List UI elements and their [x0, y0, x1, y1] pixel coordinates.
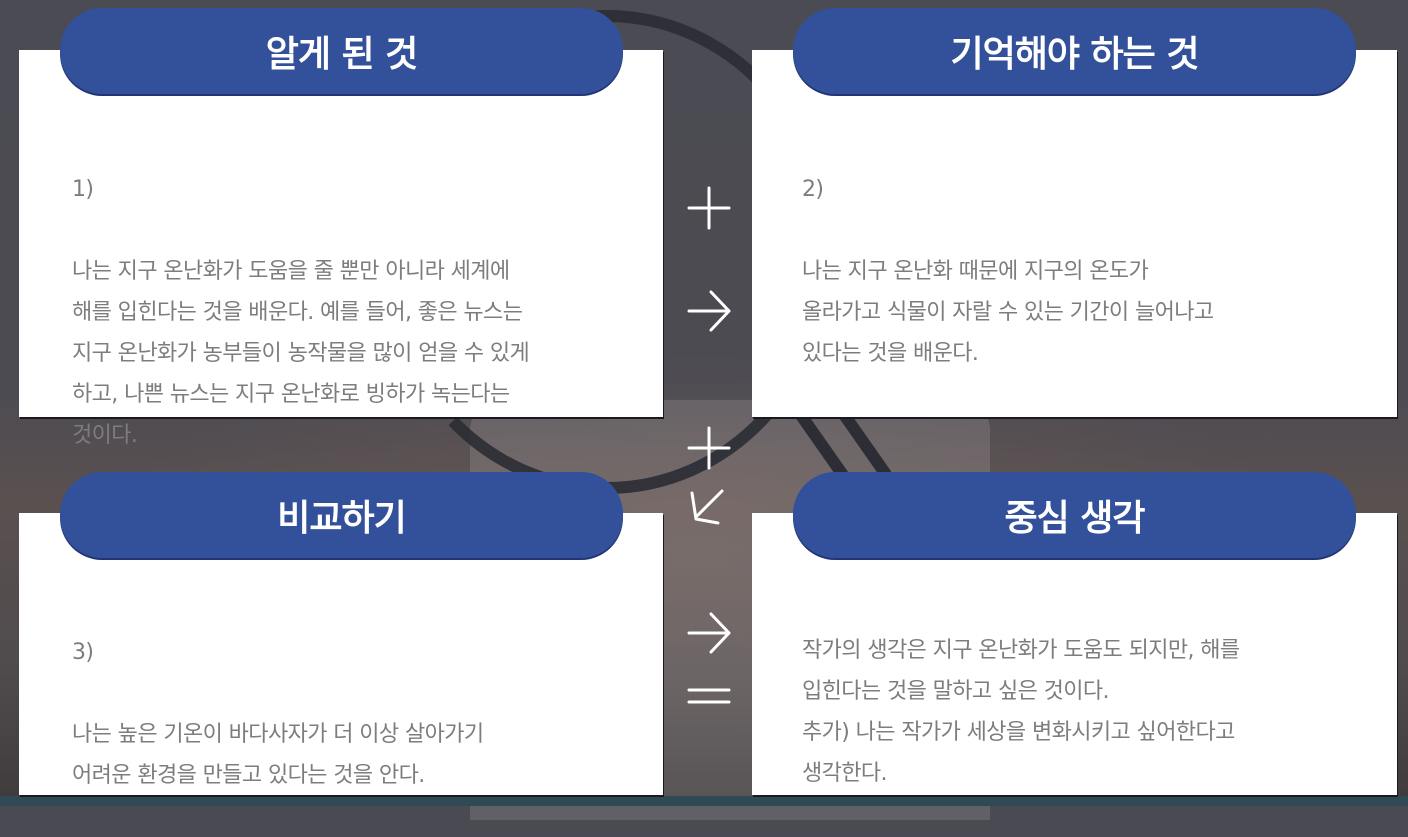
- card-compare: [19, 513, 663, 795]
- arrow-down-left-icon: [679, 487, 739, 527]
- card-main-idea: [752, 513, 1397, 795]
- card-remember-content: 2) 나는 지구 온난화 때문에 지구의 온도가 올라가고 식물이 자랄 수 있…: [802, 128, 1382, 415]
- arrow-right-icon: [679, 288, 739, 334]
- card-learned-body: 나는 지구 온난화가 도움을 줄 뿐만 아니라 세계에 해를 입힌다는 것을 배…: [72, 259, 530, 448]
- card-learned-title-text: 알게 된 것: [265, 34, 419, 75]
- card-compare-content: 3) 나는 높은 기온이 바다사자가 더 이상 살아가기 어려운 환경을 만들고…: [72, 591, 652, 837]
- card-compare-number: 3): [72, 640, 94, 665]
- card-main-idea-content: 작가의 생각은 지구 온난화가 도움도 되지만, 해를 입힌다는 것을 말하고 …: [802, 589, 1382, 835]
- card-learned-content: 1) 나는 지구 온난화가 도움을 줄 뿐만 아니라 세계에 해를 입힌다는 것…: [72, 128, 652, 497]
- card-remember-number: 2): [802, 177, 824, 202]
- card-compare-title: 비교하기: [60, 472, 623, 558]
- card-main-idea-body: 작가의 생각은 지구 온난화가 도움도 되지만, 해를 입힌다는 것을 말하고 …: [802, 638, 1240, 786]
- card-remember-title-text: 기억해야 하는 것: [950, 34, 1200, 75]
- card-learned: [19, 50, 663, 417]
- arrow-right-icon: [679, 610, 739, 656]
- card-compare-body: 나는 높은 기온이 바다사자가 더 이상 살아가기 어려운 환경을 만들고 있다…: [72, 722, 484, 788]
- background-bottom-strip: [0, 796, 1408, 806]
- card-remember-title: 기억해야 하는 것: [793, 8, 1356, 94]
- card-remember: [752, 50, 1397, 417]
- card-remember-body: 나는 지구 온난화 때문에 지구의 온도가 올라가고 식물이 자랄 수 있는 기…: [802, 259, 1214, 366]
- equals-icon: [679, 684, 739, 708]
- card-learned-title: 알게 된 것: [60, 8, 623, 94]
- card-learned-number: 1): [72, 177, 94, 202]
- card-main-idea-title: 중심 생각: [793, 472, 1356, 558]
- card-main-idea-title-text: 중심 생각: [1004, 498, 1145, 539]
- card-compare-title-text: 비교하기: [277, 498, 406, 539]
- plus-icon: [679, 185, 739, 231]
- plus-icon: [679, 425, 739, 471]
